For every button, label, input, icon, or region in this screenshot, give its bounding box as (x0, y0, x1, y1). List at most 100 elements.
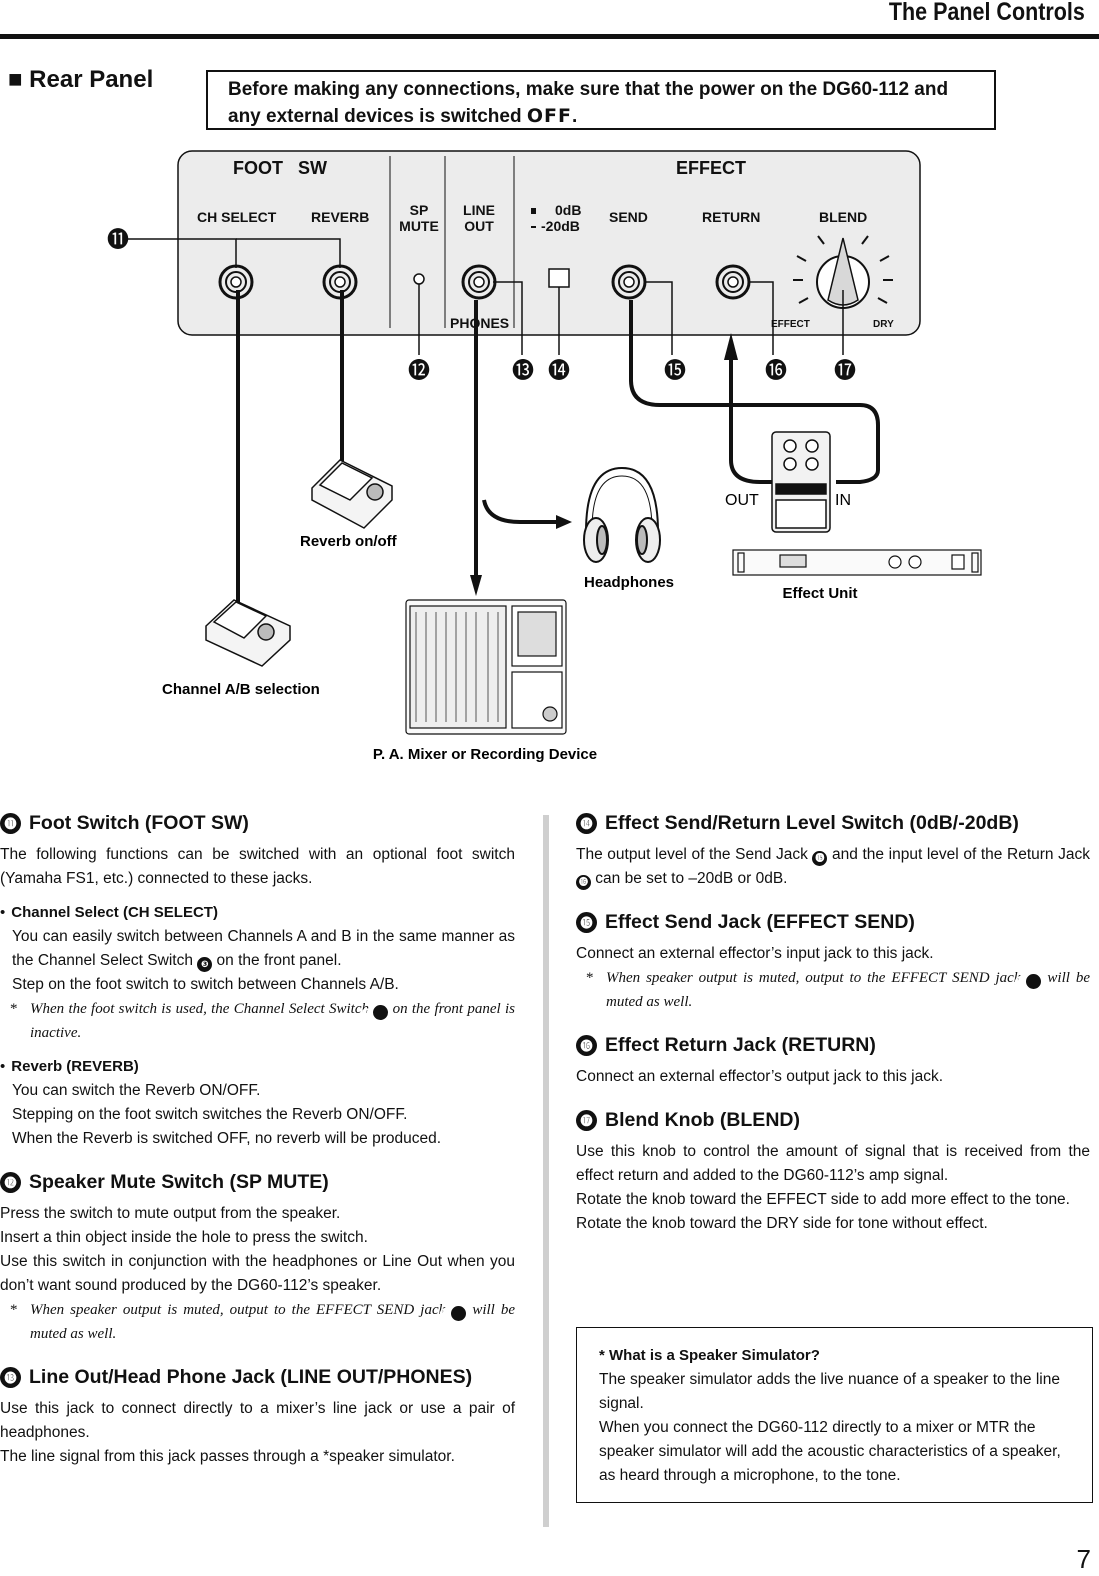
mixer-label: P. A. Mixer or Recording Device (373, 746, 597, 763)
reverb-line-3: When the Reverb is switched OFF, no reve… (12, 1130, 442, 1147)
effect-send-line-1: Connect an external effector’s input jac… (576, 945, 934, 962)
out-label: OUT (464, 218, 494, 234)
mixer-icon (405, 599, 567, 735)
speaker-mute-note: *When speaker output is muted, output to… (10, 1302, 516, 1342)
rear-panel-diagram: FOOT SW EFFECT CH SELECT REVERB SP MUTE … (107, 150, 982, 763)
rear-panel (177, 150, 921, 336)
speaker-mute-line-2: Insert a thin object inside the hole to … (0, 1229, 368, 1246)
blend-line-3: Rotate the knob toward the DRY side for … (576, 1215, 988, 1232)
speaker-simulator-box: * What is a Speaker Simulator? The speak… (576, 1327, 1093, 1503)
line-out-line-1: Use this jack to connect directly to a m… (0, 1400, 515, 1441)
effect-label: EFFECT (676, 158, 746, 178)
section-foot-switch: ⓫ Foot Switch (FOOT SW) The following fun… (0, 812, 515, 1151)
page-header-title: The Panel Controls (889, 0, 1085, 26)
foot-sw-label: FOOT SW (233, 158, 327, 178)
channel-footswitch-icon (205, 599, 291, 667)
right-column: ⓮ Effect Send/Return Level Switch (0dB/-2… (576, 812, 1090, 1256)
pedal-out-label: OUT (725, 492, 759, 509)
section-blend-knob: ⓱ Blend Knob (BLEND) Use this knob to con… (576, 1109, 1090, 1236)
level-switch (548, 268, 570, 288)
line-label: LINE (463, 202, 495, 218)
callout-14: ⓮ (548, 359, 570, 384)
num-15: ⓯ (576, 912, 597, 933)
num-12: ⓬ (0, 1172, 21, 1193)
section-effect-send: ⓯ Effect Send Jack (EFFECT SEND) Connect … (576, 911, 1090, 1014)
speaker-mute-title: Speaker Mute Switch (SP MUTE) (29, 1171, 329, 1193)
pedal-in-label: IN (835, 492, 851, 509)
line-out-title: Line Out/Head Phone Jack (LINE OUT/PHONE… (29, 1366, 473, 1388)
warning-off: OFF (526, 105, 572, 127)
effect-send-note: *When speaker output is muted, output to… (586, 970, 1091, 1010)
channel-select-heading: Channel Select (CH SELECT) (0, 901, 515, 925)
reverb-line-2: Stepping on the foot switch switches the… (12, 1106, 408, 1123)
headphones-label: Headphones (584, 574, 674, 591)
callout-11: ⓫ (107, 228, 129, 253)
column-divider (543, 815, 549, 1527)
callout-15: ⓯ (664, 359, 686, 384)
level-switch-title: Effect Send/Return Level Switch (0dB/-20… (605, 812, 1019, 834)
blend-label: BLEND (819, 209, 867, 225)
num-13: ⓭ (0, 1367, 21, 1388)
effect-unit-label: Effect Unit (783, 585, 858, 602)
warning-tail: . (572, 106, 578, 127)
blend-line-2: Rotate the knob toward the EFFECT side t… (576, 1191, 1070, 1208)
minus20-db-label: -20dB (541, 218, 580, 234)
callout-16: ⓰ (765, 359, 787, 384)
channel-ab-label: Channel A/B selection (162, 681, 320, 698)
effect-unit-icon (732, 549, 982, 576)
speaker-mute-line-3: Use this switch in conjunction with the … (0, 1253, 515, 1294)
simulator-line-2: When you connect the DG60-112 directly t… (599, 1419, 1061, 1484)
mute-label: MUTE (399, 218, 439, 234)
num-16: ⓰ (576, 1035, 597, 1056)
channel-select-note: *When the foot switch is used, the Chann… (10, 1001, 516, 1041)
line-out-line-2: The line signal from this jack passes th… (0, 1448, 455, 1465)
sp-mute-hole (413, 273, 425, 285)
header-rule (0, 34, 1099, 39)
left-column: ⓫ Foot Switch (FOOT SW) The following fun… (0, 812, 515, 1489)
blend-knob-title: Blend Knob (BLEND) (605, 1109, 800, 1131)
simulator-line-1: The speaker simulator adds the live nuan… (599, 1371, 1060, 1412)
section-title: ■ Rear Panel (8, 66, 154, 93)
section-level-switch: ⓮ Effect Send/Return Level Switch (0dB/-2… (576, 812, 1090, 891)
effect-small-label: EFFECT (771, 319, 810, 330)
section-effect-return: ⓰ Effect Return Jack (RETURN) Connect an … (576, 1034, 1090, 1089)
channel-select-text: You can easily switch between Channels A… (0, 925, 515, 973)
warning-box: Before making any connections, make sure… (206, 70, 996, 130)
reverb-line-1: You can switch the Reverb ON/OFF. (12, 1082, 261, 1099)
phones-label: PHONES (450, 315, 509, 331)
effect-return-line-1: Connect an external effector’s output ja… (576, 1068, 944, 1085)
section-speaker-mute: ⓬ Speaker Mute Switch (SP MUTE) Press the… (0, 1171, 515, 1346)
warning-text: Before making any connections, make sure… (228, 79, 949, 127)
num-14: ⓮ (576, 813, 597, 834)
speaker-mute-line-1: Press the switch to mute output from the… (0, 1205, 341, 1222)
send-label: SEND (609, 209, 648, 225)
channel-select-step: Step on the foot switch to switch betwee… (12, 976, 399, 993)
simulator-title: * What is a Speaker Simulator? (599, 1347, 820, 1364)
num-17: ⓱ (576, 1110, 597, 1131)
effect-return-title: Effect Return Jack (RETURN) (605, 1034, 876, 1056)
headphones-icon (583, 466, 661, 563)
reverb-onoff-label: Reverb on/off (300, 533, 398, 550)
ch-select-label: CH SELECT (197, 209, 277, 225)
callout-12: ⓬ (408, 359, 430, 384)
reverb-heading: Reverb (REVERB) (0, 1055, 515, 1079)
num-11: ⓫ (0, 813, 21, 834)
callout-17: ⓱ (834, 359, 856, 384)
page-number: 7 (1076, 1544, 1091, 1574)
reverb-footswitch-icon (311, 459, 393, 529)
effect-pedal-icon (771, 431, 831, 533)
level-switch-text: The output level of the Send Jack ⓯ and … (576, 843, 1090, 891)
sp-label: SP (410, 202, 429, 218)
blend-knob (793, 235, 893, 309)
effect-send-title: Effect Send Jack (EFFECT SEND) (605, 911, 915, 933)
callout-13: ⓭ (512, 359, 534, 384)
zero-db-label: 0dB (555, 202, 581, 218)
section-line-out: ⓭ Line Out/Head Phone Jack (LINE OUT/PHON… (0, 1366, 515, 1469)
blend-line-1: Use this knob to control the amount of s… (576, 1143, 1090, 1184)
return-label: RETURN (702, 209, 760, 225)
dry-label: DRY (873, 319, 894, 330)
foot-switch-intro: The following functions can be switched … (0, 846, 515, 887)
reverb-label: REVERB (311, 209, 369, 225)
mixer-channel-strips (415, 612, 499, 722)
foot-switch-title: Foot Switch (FOOT SW) (29, 812, 249, 834)
